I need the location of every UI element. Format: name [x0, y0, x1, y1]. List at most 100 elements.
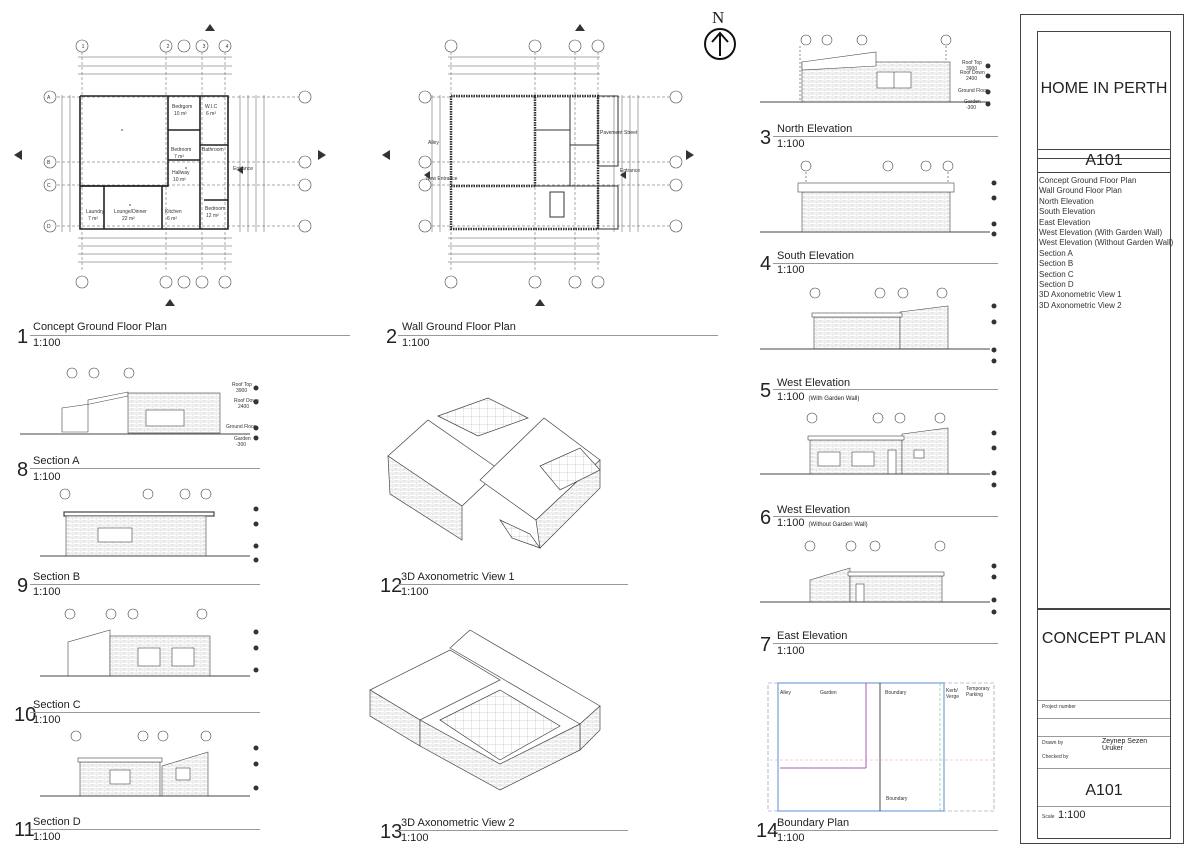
sheet-number-bottom: A101	[1085, 782, 1123, 799]
view-scale: 1:100	[33, 831, 61, 843]
entrance-label: Entrance	[233, 166, 254, 172]
sheet-name: CONCEPT PLAN	[1041, 630, 1167, 647]
level-roof-top: Roof Top	[232, 382, 252, 388]
room-area-3: 7 m²	[174, 154, 184, 160]
title-underline	[30, 468, 260, 469]
level-garden-val: -300	[966, 105, 977, 111]
view-number: 9	[17, 575, 29, 597]
room-area-4: 10 m²	[173, 177, 186, 183]
view-title: East Elevation	[777, 630, 848, 642]
room-lounge: Lounge/Dinner	[114, 209, 147, 215]
view-scale: 1:100	[33, 586, 61, 598]
level-roof-down-val: 2400	[966, 76, 978, 82]
title-underline	[773, 263, 998, 264]
boundary-label-2: Boundary	[886, 796, 908, 802]
boundary-label-1: Boundary	[885, 690, 907, 696]
scale-label: Scale	[1042, 814, 1055, 820]
view-scale: 1:100	[33, 714, 61, 726]
view-scale: 1:100	[777, 645, 805, 657]
view-scale: 1:100	[401, 832, 429, 844]
boundary-garden: Garden	[820, 690, 837, 696]
view-number: 5	[760, 380, 772, 402]
level-garden: Garden	[234, 436, 251, 442]
grid-label-2: 2	[166, 44, 170, 50]
title-underline	[773, 136, 998, 137]
wall-label-entrance: Entrance	[620, 168, 641, 174]
boundary-kerb: Kerb/ Verge	[946, 688, 960, 700]
room-hallway: Hallway	[172, 170, 190, 176]
sheet-number-top: A101	[1038, 152, 1170, 173]
view-number: 6	[760, 507, 772, 529]
sheet-list-item: Section C	[1039, 269, 1074, 279]
view-title: South Elevation	[777, 250, 855, 262]
title-underline	[773, 643, 998, 644]
view-title: North Elevation	[777, 123, 853, 135]
level-roof-top-val: 3900	[966, 66, 978, 72]
level-roof-top-val: 3900	[236, 388, 248, 394]
room-bedroom-2: Bedroom	[171, 147, 192, 153]
room-area-1: 10 m²	[174, 111, 187, 117]
divider	[1038, 718, 1170, 719]
sheet-list-item: Section B	[1039, 259, 1074, 269]
view-number: 13	[380, 821, 403, 843]
drawn-by-label: Drawn by	[1042, 740, 1064, 746]
wall-label-new-entrance: New Entrance	[426, 176, 458, 182]
view-scale-text: 1:100	[777, 391, 805, 403]
level-roof-top: Roof Top	[962, 60, 982, 66]
sheet-info-box: CONCEPT PLAN Project number Drawn by Zey…	[1037, 609, 1171, 839]
wall-label-alley: Alley	[428, 140, 439, 146]
view-title: Wall Ground Floor Plan	[402, 321, 516, 333]
room-bathroom: Bathroom	[202, 147, 224, 153]
wall-label-street: Street	[624, 130, 638, 136]
view-title: Section B	[33, 571, 81, 583]
title-underline	[398, 584, 628, 585]
sheet-list-item: 3D Axonometric View 1	[1039, 290, 1122, 300]
grid-label-4: 4	[225, 44, 229, 50]
room-bedroom-3: Bedroom	[205, 206, 226, 212]
sheet-list-item: 3D Axonometric View 2	[1039, 300, 1122, 310]
sheet-list-item: North Elevation	[1039, 196, 1094, 206]
view-scale: 1:100	[401, 586, 429, 598]
sheet-list-item: West Elevation (With Garden Wall)	[1039, 228, 1163, 238]
north-arrow-icon	[704, 28, 736, 60]
view-title: 3D Axonometric View 2	[401, 817, 515, 829]
level-roof-down: Roof Down	[234, 398, 259, 404]
grid-label-c: C	[47, 183, 51, 189]
view-subtitle: (Without Garden Wall)	[808, 522, 868, 528]
view-scale: 1:100	[777, 138, 805, 150]
room-laundry: Laundry	[86, 209, 105, 215]
view-subtitle: (With Garden Wall)	[808, 396, 860, 402]
project-title-box: HOME IN PERTH	[1037, 31, 1171, 159]
boundary-parking: Temporary Parking	[966, 686, 990, 698]
view-title: Concept Ground Floor Plan	[33, 321, 167, 333]
scale-value: 1:100	[1058, 809, 1086, 821]
level-roof-down-val: 2400	[238, 404, 250, 410]
title-underline	[773, 389, 998, 390]
sheet-list-item: Concept Ground Floor Plan	[1039, 176, 1137, 185]
sheet-list-item: Section A	[1039, 248, 1073, 258]
room-kitchen: Kitchen	[165, 209, 182, 215]
grid-label-1: 1	[81, 44, 85, 50]
room-area-6: 22 m²	[122, 216, 135, 222]
view-title-text: West Elevation	[777, 504, 851, 516]
view-scale: 1:100	[777, 832, 805, 844]
drawn-by-value: Zeynep Sezen Uruker	[1102, 738, 1148, 752]
view-number: 7	[760, 634, 772, 656]
sheet-list-item: West Elevation (Without Garden Wall)	[1039, 238, 1174, 248]
project-number-label: Project number	[1042, 704, 1076, 710]
view-number: 14	[756, 820, 779, 842]
boundary-alley: Alley	[780, 690, 791, 696]
divider	[1038, 700, 1170, 701]
grid-label-3: 3	[202, 44, 206, 50]
room-area-2: 6 m²	[206, 111, 216, 117]
view-title: Boundary Plan	[777, 817, 850, 829]
view-number: 10	[14, 704, 37, 726]
sheet-list-item: Section D	[1039, 280, 1074, 290]
room-bedroom-1: Bedroom	[172, 104, 193, 110]
view-title: Section A	[33, 455, 80, 467]
title-underline	[30, 712, 260, 713]
room-wic: W.I.C	[205, 104, 218, 110]
view-title: Section D	[33, 816, 81, 828]
